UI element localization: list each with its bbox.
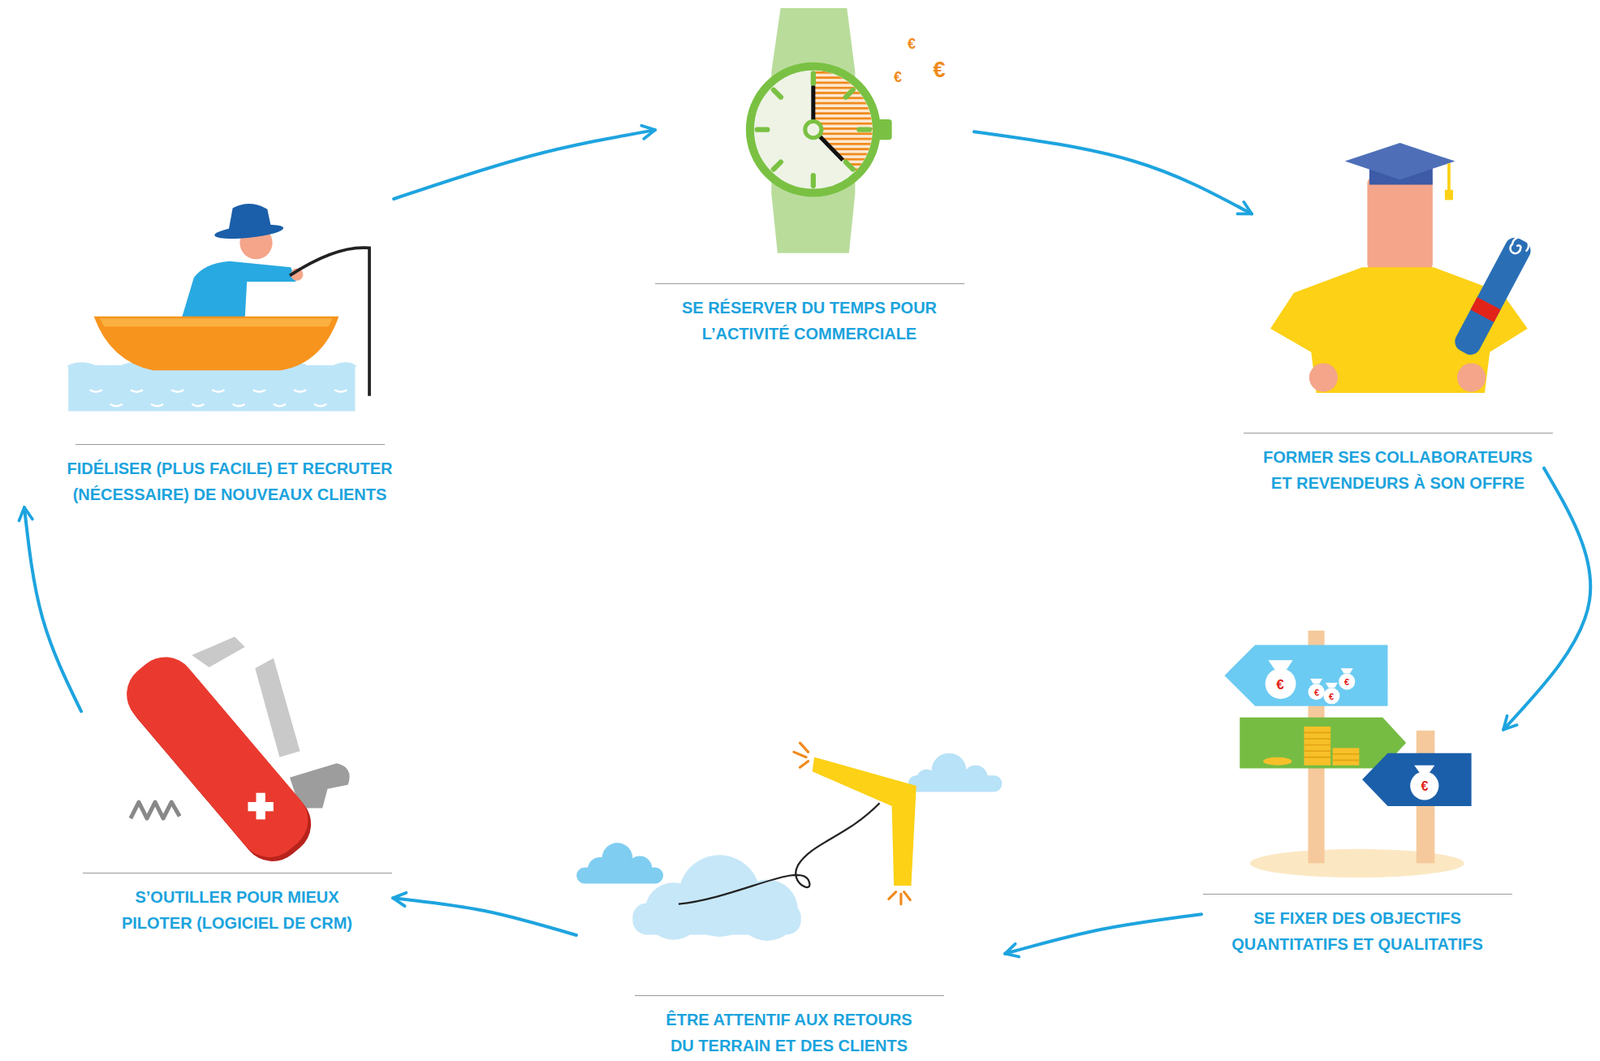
caption-rule — [75, 444, 385, 445]
watch-illustration-part — [757, 73, 870, 186]
boomerang-illustration-part — [812, 757, 917, 886]
cycle-arrow — [393, 129, 656, 199]
signpost-illustration-part — [1263, 757, 1292, 766]
fisherman-illustration-part — [99, 318, 333, 327]
step-caption: SE RÉSERVER DU TEMPS POUR L’ACTIVITÉ COM… — [655, 283, 964, 347]
caption-rule — [655, 283, 965, 285]
euro-symbol: € — [893, 69, 902, 85]
boomerang-illustration — [576, 742, 1002, 941]
step-caption: FIDÉLISER (PLUS FACILE) ET RECRUTER (NÉC… — [38, 444, 421, 508]
swiss-knife-illustration-part — [130, 802, 180, 819]
cycle-arrow — [392, 897, 577, 936]
step-caption: FORMER SES COLLABORATEURS ET REVENDEURS … — [1251, 432, 1544, 496]
fisherman-illustration-part — [213, 221, 285, 242]
signpost-illustration-part — [1332, 747, 1360, 765]
graduate-illustration-part — [1444, 189, 1454, 201]
graduate-illustration-part — [1345, 142, 1456, 180]
fisherman-illustration-part — [94, 316, 340, 371]
signpost-illustration-part — [1341, 668, 1354, 673]
step-node: SE RÉSERVER DU TEMPS POUR L’ACTIVITÉ COM… — [655, 8, 975, 347]
boomerang-illustration-part — [632, 902, 801, 935]
step-caption: SE FIXER DES OBJECTIFS QUANTITATIFS ET Q… — [1211, 893, 1504, 958]
watch-illustration-part — [805, 121, 822, 139]
signpost-illustration-part — [1310, 678, 1323, 684]
boomerang-illustration-part — [908, 775, 1003, 792]
caption-rule — [1203, 893, 1513, 895]
euro-symbol: € — [1314, 688, 1320, 698]
signpost-illustration-part — [1338, 673, 1355, 691]
boomerang-illustration-part — [678, 802, 880, 904]
signpost-illustration — [1224, 630, 1471, 878]
graduate-illustration-part — [1451, 231, 1536, 358]
signpost-illustration-part — [1307, 683, 1324, 700]
step-node: S’OUTILLER POUR MIEUX PILOTER (LOGICIEL … — [81, 632, 393, 936]
watch-illustration-part — [750, 66, 877, 194]
cycle-arrow — [24, 507, 82, 712]
step-caption: ÊTRE ATTENTIF AUX RETOURS DU TERRAIN ET … — [655, 995, 923, 1059]
step-node: SE FIXER DES OBJECTIFS QUANTITATIFS ET Q… — [1201, 627, 1504, 958]
signpost-illustration-part — [1303, 726, 1331, 766]
fisherman-illustration-part — [289, 247, 370, 397]
boomerang-illustration-part — [793, 742, 910, 905]
step-label: FORMER SES COLLABORATEURS ET REVENDEURS … — [1251, 444, 1544, 496]
step-node: FIDÉLISER (PLUS FACILE) ET RECRUTER (NÉC… — [16, 198, 421, 508]
step-label: ÊTRE ATTENTIF AUX RETOURS DU TERRAIN ET … — [655, 1006, 923, 1059]
step-node: ÊTRE ATTENTIF AUX RETOURS DU TERRAIN ET … — [576, 750, 1005, 1059]
euro-symbol: € — [1421, 780, 1429, 794]
graduate-illustration-part-part — [1451, 233, 1535, 358]
signpost-illustration-part — [1325, 682, 1338, 688]
fisherman-illustration-part — [181, 261, 297, 319]
signpost-illustration-part — [1410, 771, 1439, 800]
caption-rule — [82, 872, 393, 874]
watch-illustration-part — [813, 70, 873, 172]
graduate-illustration-part — [1309, 362, 1338, 392]
graduate-illustration — [1270, 142, 1536, 393]
fisherman-illustration — [68, 203, 370, 412]
signpost-illustration-part — [1303, 733, 1331, 758]
step-caption: S’OUTILLER POUR MIEUX PILOTER (LOGICIEL … — [107, 872, 367, 936]
step-label: FIDÉLISER (PLUS FACILE) ET RECRUTER (NÉC… — [38, 455, 421, 508]
step-label: S’OUTILLER POUR MIEUX PILOTER (LOGICIEL … — [107, 884, 367, 936]
signpost-illustration-part — [1265, 668, 1297, 699]
swiss-knife-illustration-part — [114, 644, 321, 870]
swiss-knife-illustration-part — [254, 658, 300, 758]
caption-rule — [634, 995, 945, 997]
swiss-knife-illustration — [114, 636, 350, 874]
watch-illustration — [750, 8, 893, 254]
cycle-arrow — [974, 131, 1252, 214]
graduate-illustration-part — [1457, 362, 1486, 392]
signpost-illustration-part — [1224, 644, 1388, 706]
graduate-illustration-part-part — [1508, 233, 1531, 258]
signpost-illustration-part — [1323, 687, 1340, 704]
euro-symbol: € — [1276, 677, 1284, 692]
swiss-knife-illustration-part — [247, 802, 273, 811]
euro-symbol: € — [1344, 677, 1350, 687]
euro-symbol: € — [907, 36, 916, 52]
fisherman-illustration-part — [90, 389, 348, 406]
euro-symbol: € — [1328, 692, 1334, 702]
signpost-illustration-part — [1362, 753, 1471, 807]
boomerang-illustration-part — [576, 866, 664, 884]
graduate-illustration-part — [1367, 175, 1432, 272]
cycle-arrow — [1004, 914, 1202, 954]
graduate-illustration-part-part — [1470, 297, 1501, 323]
cycle-arrow — [1503, 468, 1591, 730]
swiss-knife-illustration-part — [191, 636, 245, 668]
euro-symbol: € — [932, 59, 945, 82]
step-node: FORMER SES COLLABORATEURS ET REVENDEURS … — [1251, 147, 1544, 496]
caption-rule — [1243, 432, 1553, 434]
step-label: SE RÉSERVER DU TEMPS POUR L’ACTIVITÉ COM… — [655, 294, 964, 347]
signpost-illustration-part — [1267, 659, 1293, 669]
signpost-illustration-part — [1414, 765, 1435, 773]
signpost-illustration-part — [1332, 754, 1360, 761]
step-label: SE FIXER DES OBJECTIFS QUANTITATIFS ET Q… — [1211, 905, 1504, 958]
graduate-illustration-part — [1447, 163, 1451, 195]
